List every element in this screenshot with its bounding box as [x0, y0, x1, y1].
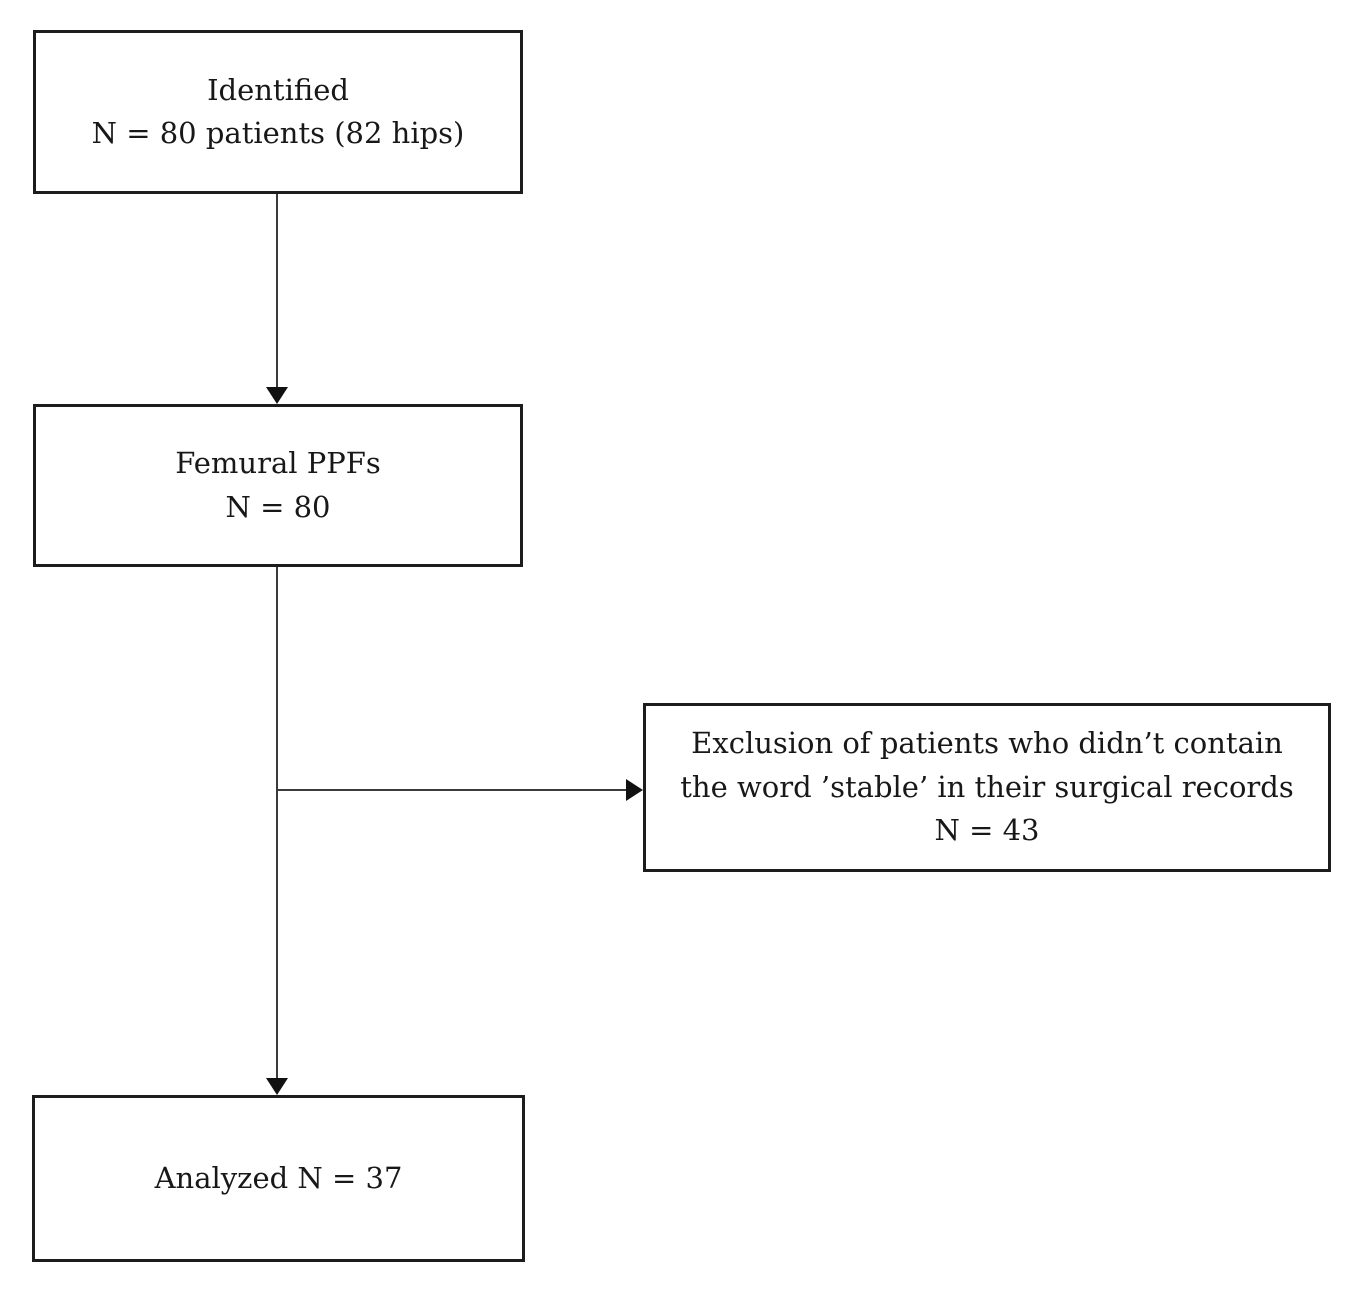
connector-identified-to-femural-line	[276, 194, 278, 389]
identified-title: Identified	[207, 72, 349, 107]
connector-femural-to-analyzed-line	[276, 567, 278, 1079]
flow-box-femural-ppfs: Femural PPFs N = 80	[33, 404, 523, 567]
arrow-down-icon	[266, 387, 288, 404]
femural-count: N = 80	[225, 489, 331, 524]
arrow-right-icon	[626, 779, 643, 801]
analyzed-text: Analyzed N = 37	[154, 1160, 403, 1195]
identified-count: N = 80 patients (82 hips)	[91, 116, 465, 150]
flow-box-identified: Identified N = 80 patients (82 hips)	[33, 30, 523, 194]
flow-box-exclusion: Exclusion of patients who didn’t contain…	[643, 703, 1331, 872]
flow-box-analyzed: Analyzed N = 37	[32, 1095, 525, 1262]
exclusion-count: N = 43	[934, 813, 1040, 848]
arrow-down-icon	[266, 1078, 288, 1095]
exclusion-text-line1: Exclusion of patients who didn’t contain	[691, 726, 1283, 761]
exclusion-text-line2: the word ’stable’ in their surgical reco…	[680, 769, 1294, 804]
femural-title: Femural PPFs	[175, 446, 381, 480]
connector-branch-to-exclusion-line	[276, 789, 626, 791]
